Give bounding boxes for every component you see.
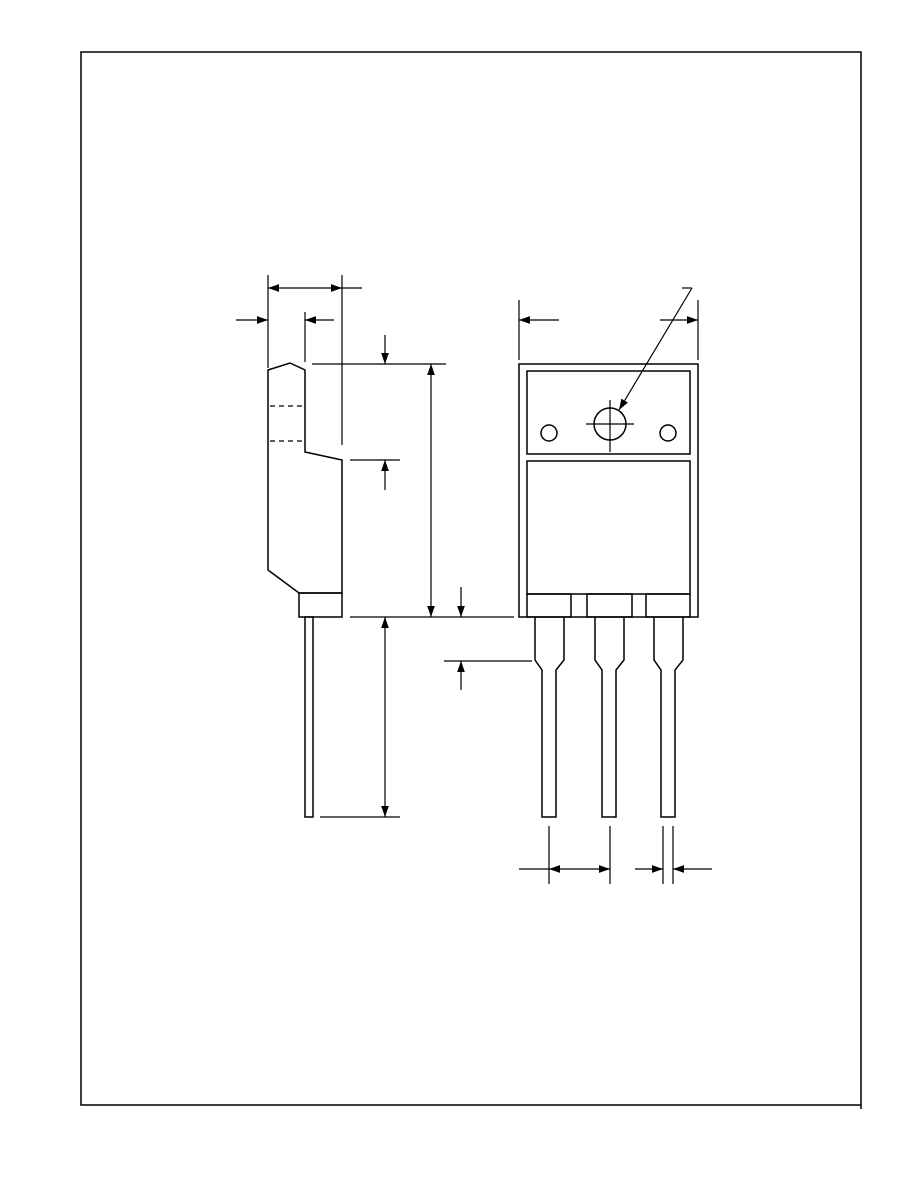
front-view [518,287,712,884]
side-view-body-outline [267,362,343,594]
front-view-lead-2 [594,617,625,818]
side-view [236,275,532,818]
front-view-body-inner [526,460,691,595]
front-view-lead-shoulder-1 [526,593,572,618]
front-view-small-hole-right [659,424,677,442]
front-view-lead-shoulder-3 [645,593,691,618]
front-view-tab-inner [526,370,691,455]
front-view-small-hole-left [540,424,558,442]
mounting-hole-leader-arrow [618,287,693,411]
front-view-body-outer [518,363,699,618]
side-view-lead [304,616,314,818]
page-frame [80,51,862,1106]
front-view-lead-3 [653,617,684,818]
front-view-lead-1 [534,617,565,818]
side-view-lead-shoulder [298,592,343,618]
front-view-lead-shoulder-2 [586,593,633,618]
